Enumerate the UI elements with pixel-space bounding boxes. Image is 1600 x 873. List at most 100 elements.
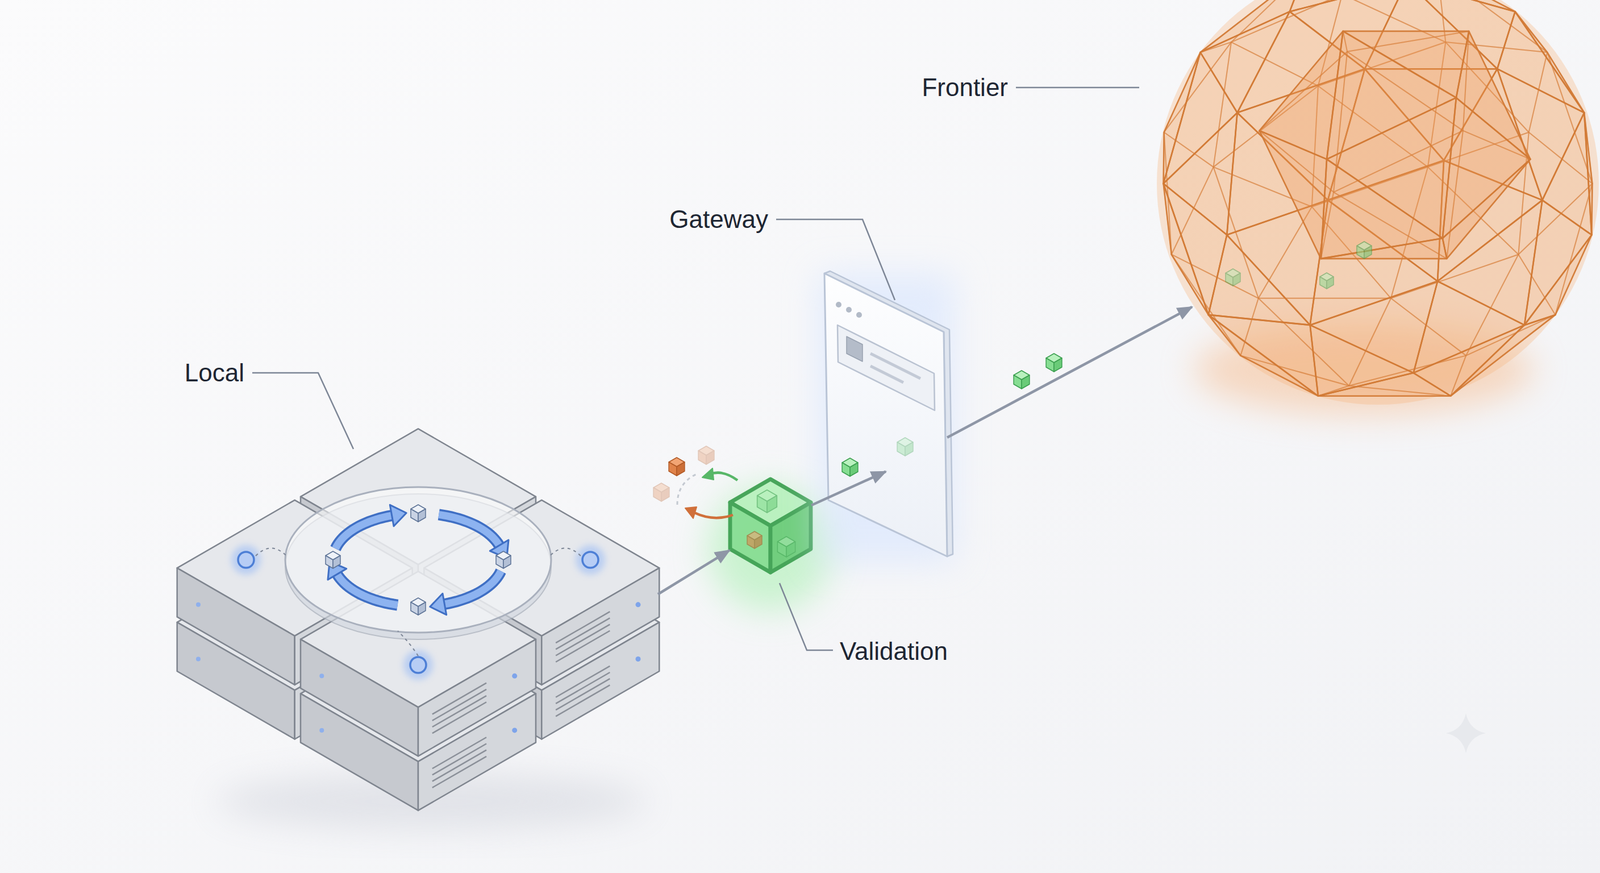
cube-face (850, 462, 858, 477)
vent-line (555, 624, 610, 656)
validation-cube (653, 446, 833, 611)
inner-cube (747, 531, 762, 549)
window-dot (846, 306, 852, 313)
led-glow (403, 650, 433, 680)
rejected-cube (698, 446, 715, 465)
vent-line (432, 756, 487, 788)
cube-face (730, 502, 771, 573)
led-glow (231, 544, 261, 575)
cycle-arrowhead (430, 593, 447, 615)
leader-line (776, 219, 895, 300)
frontier-polyhedron (1013, 0, 1599, 405)
cube-face (897, 442, 906, 456)
vent-line (432, 682, 487, 715)
cycle-arrow (444, 571, 501, 604)
server-side (177, 567, 295, 685)
cube-face (1364, 246, 1372, 260)
packet-cube (1013, 370, 1030, 389)
vent-line (555, 630, 610, 662)
cube-face (418, 602, 426, 616)
frontier-body (1156, 0, 1599, 405)
cube-face (410, 602, 419, 616)
window-dot (856, 311, 862, 318)
server-front (418, 639, 536, 757)
cube-face (698, 450, 707, 465)
inner-cube (757, 489, 778, 513)
cube-face (676, 461, 685, 476)
leader-line (779, 582, 833, 650)
inner-cube (777, 536, 795, 557)
cube-face (325, 555, 333, 569)
cycle-arrow (438, 514, 499, 545)
flow-arrow (947, 306, 1193, 438)
frontier-facet (1208, 314, 1319, 397)
rejected-cube (653, 482, 670, 502)
cycle-arrow (336, 573, 398, 605)
retry-arrowhead (702, 468, 714, 480)
dotted-link (397, 630, 419, 656)
rejected-cube (668, 457, 685, 476)
component-label: Gateway (669, 204, 769, 235)
inner-facet (1442, 97, 1531, 239)
cube-face (410, 509, 419, 523)
panel-edge (824, 271, 953, 557)
component-label: Frontier (921, 72, 1008, 103)
cube-face (842, 462, 850, 477)
vent-line (432, 743, 487, 775)
component-label: Validation (839, 636, 948, 667)
vent-line (432, 695, 487, 727)
cube-face (1046, 357, 1054, 372)
disc-top (285, 486, 552, 633)
status-led (319, 673, 324, 678)
cube-face (770, 502, 811, 573)
inner-facet (1326, 97, 1457, 239)
leader-line (1015, 86, 1140, 89)
cube-face (1225, 273, 1233, 287)
reject-arrowhead (685, 506, 697, 519)
status-led (511, 727, 518, 733)
cube-face (668, 461, 677, 476)
panel-glow (818, 272, 955, 563)
packet-cube (1046, 353, 1062, 372)
cube-face (496, 555, 504, 569)
panel-face (824, 273, 948, 557)
node-led (582, 551, 599, 568)
vent-line (555, 672, 610, 704)
cube-face (757, 495, 768, 513)
cycle-arrow (438, 514, 499, 545)
component-node: Frontier (1192, 0, 1600, 307)
server-stack (177, 428, 660, 811)
vent-line (432, 701, 487, 733)
node-led (410, 656, 427, 673)
token-cube (410, 504, 426, 522)
cube-face (1053, 357, 1062, 372)
frontier-facet (1163, 112, 1238, 235)
packet-cube (842, 457, 858, 477)
vent-line (555, 611, 610, 643)
cube-face (1013, 375, 1022, 389)
status-led (635, 601, 641, 607)
cube-face (754, 535, 762, 549)
reject-arrow (694, 512, 733, 518)
retry-arrow (710, 472, 738, 481)
gateway-panel (818, 271, 955, 563)
cube-face (747, 535, 755, 549)
dotted-link (255, 547, 288, 557)
component-label: Local (184, 357, 245, 389)
card-icon (846, 336, 863, 362)
cube-face (1356, 246, 1365, 260)
status-led (511, 673, 518, 679)
token-cube (410, 597, 426, 615)
card-line (870, 353, 921, 379)
server-side (300, 639, 419, 757)
packet-cube (897, 437, 914, 456)
server-front (541, 567, 660, 685)
token-cube (496, 551, 511, 569)
cube-face (418, 509, 426, 523)
sparkle-mark (1446, 713, 1486, 753)
vent-line (432, 689, 487, 721)
